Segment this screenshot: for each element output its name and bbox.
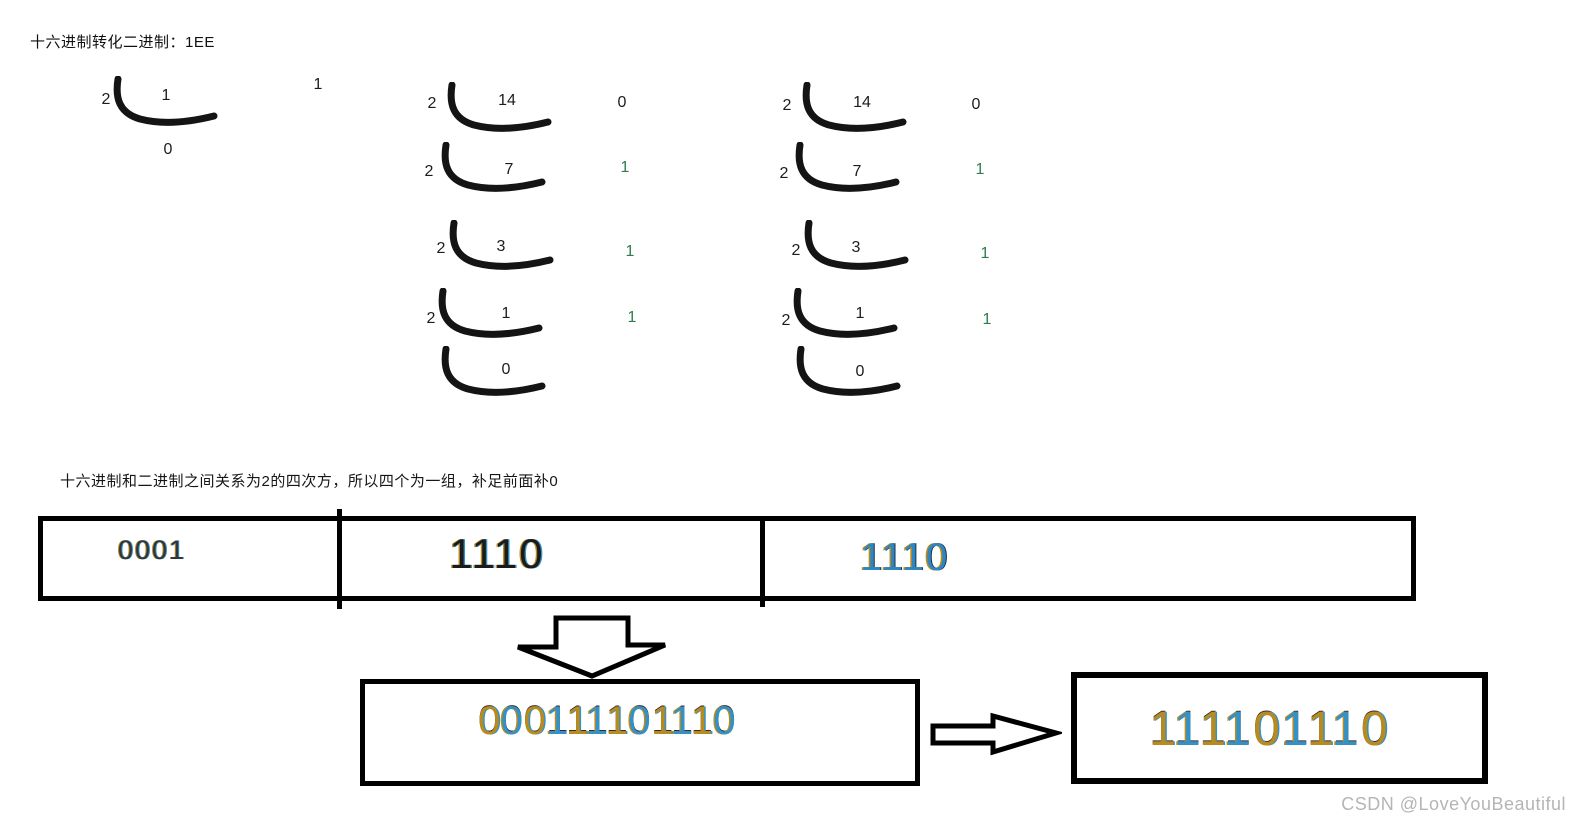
divisor-label: 2 bbox=[426, 310, 436, 327]
remainder-value: 1 bbox=[982, 311, 992, 328]
down-arrow-icon bbox=[517, 615, 666, 679]
combined-binary-value: 000111101110 bbox=[478, 699, 737, 743]
remainder-value: 0 bbox=[617, 94, 627, 111]
divisor-label: 2 bbox=[779, 165, 789, 182]
remainder-value: 1 bbox=[980, 245, 990, 262]
final-binary-box: 111101110 bbox=[1071, 672, 1488, 784]
dividend-value: 14 bbox=[498, 92, 516, 109]
divisor-label: 2 bbox=[791, 242, 801, 259]
remainder-value: 1 bbox=[627, 309, 637, 326]
remainder-value: 1 bbox=[313, 76, 323, 93]
divisor-label: 2 bbox=[101, 91, 111, 108]
dividend-value: 3 bbox=[851, 239, 861, 256]
remainder-value: 1 bbox=[620, 159, 630, 176]
dividend-value: 7 bbox=[852, 163, 862, 180]
final-quotient-value: 0 bbox=[163, 141, 173, 158]
group-divider bbox=[760, 518, 765, 607]
remainder-value: 0 bbox=[971, 96, 981, 113]
dividend-value: 7 bbox=[504, 161, 514, 178]
remainder-value: 1 bbox=[975, 161, 985, 178]
combined-binary-box: 000111101110 bbox=[360, 679, 920, 786]
right-arrow-icon bbox=[930, 712, 1062, 756]
final-quotient-value: 0 bbox=[855, 363, 865, 380]
page-title: 十六进制转化二进制：1EE bbox=[30, 34, 215, 51]
group-cell-value: 1110 bbox=[860, 536, 950, 579]
grouping-box bbox=[38, 516, 1416, 601]
divisor-label: 2 bbox=[782, 97, 792, 114]
group-cell-value: 1110 bbox=[449, 530, 545, 577]
note-text: 十六进制和二进制之间关系为2的四次方，所以四个为一组，补足前面补0 bbox=[60, 473, 559, 490]
dividend-value: 3 bbox=[496, 238, 506, 255]
divisor-label: 2 bbox=[436, 240, 446, 257]
final-quotient-value: 0 bbox=[501, 361, 511, 378]
dividend-value: 1 bbox=[161, 87, 171, 104]
divisor-label: 2 bbox=[424, 163, 434, 180]
divisor-label: 2 bbox=[427, 95, 437, 112]
dividend-value: 14 bbox=[853, 94, 871, 111]
final-binary-value: 111101110 bbox=[1149, 703, 1390, 756]
group-divider bbox=[337, 509, 342, 609]
group-cell-value: 0001 bbox=[117, 535, 187, 565]
divisor-label: 2 bbox=[781, 312, 791, 329]
dividend-value: 1 bbox=[501, 305, 511, 322]
watermark: CSDN @LoveYouBeautiful bbox=[1341, 794, 1566, 814]
dividend-value: 1 bbox=[855, 305, 865, 322]
remainder-value: 1 bbox=[625, 243, 635, 260]
